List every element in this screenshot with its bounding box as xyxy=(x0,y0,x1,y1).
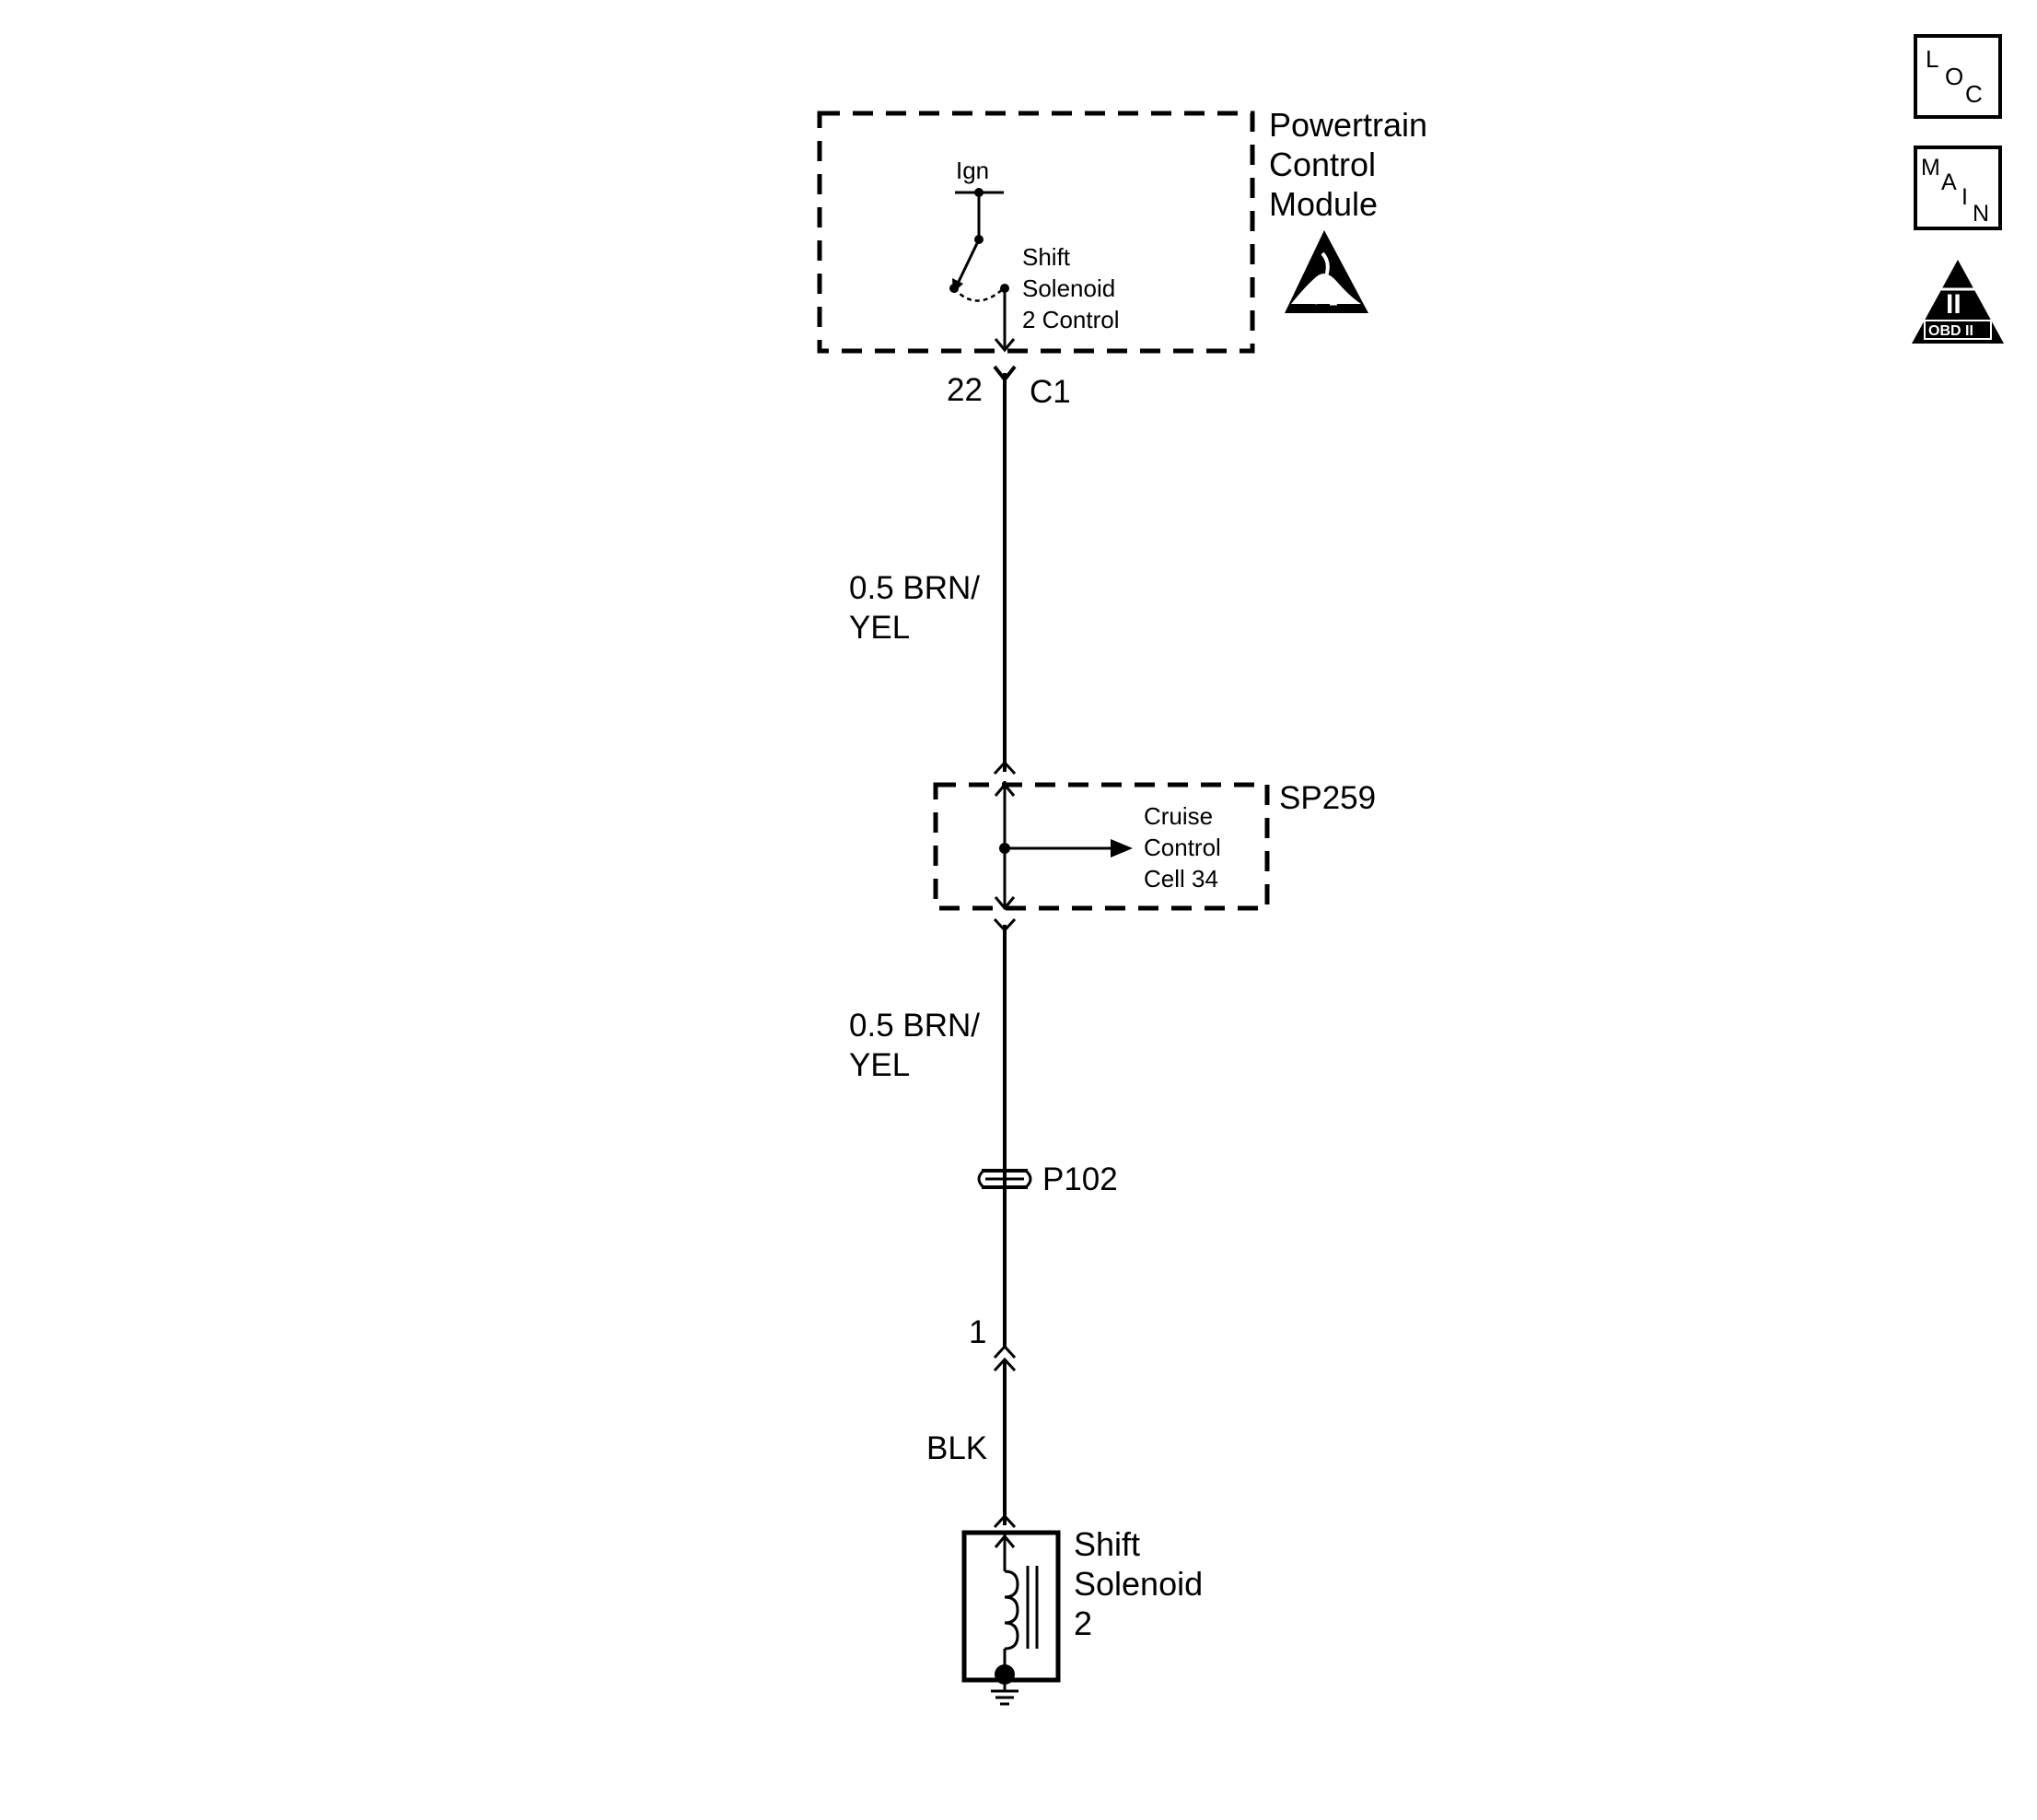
splice-pack-id: SP259 xyxy=(1279,780,1376,816)
main-letter-m: M xyxy=(1921,155,1940,181)
esd-warning-icon xyxy=(1285,230,1368,313)
ground-node xyxy=(995,1664,1015,1685)
solenoid-terminal-icon xyxy=(993,1513,1017,1529)
grommet-right-cap xyxy=(1024,1169,1032,1189)
pcm-boundary xyxy=(817,111,1255,354)
loc-letter-c: C xyxy=(1965,80,1983,108)
c1-pin-number: 22 xyxy=(947,372,983,408)
ign-label: Ign xyxy=(956,157,989,184)
splice-bus-top-arrow xyxy=(994,782,1016,797)
loc-letter-o: O xyxy=(1945,63,1963,90)
main-letter-i: I xyxy=(1961,184,1968,210)
loc-letter-l: L xyxy=(1926,45,1938,73)
splice-branch-arrow-icon xyxy=(1111,839,1133,858)
obd-numeral: II xyxy=(1946,289,1961,320)
obd-nav-button[interactable]: II OBD II xyxy=(1912,260,2004,344)
solenoid-label-line-2: Solenoid xyxy=(1074,1565,1203,1603)
pcm-internal-arrow xyxy=(994,338,1016,353)
solenoid-connector: 1 xyxy=(969,1314,1017,1372)
splice-ref-line-2[interactable]: Control xyxy=(1144,834,1221,861)
lower-wire-label-line-1: 0.5 BRN/ xyxy=(849,1008,980,1044)
main-icon[interactable] xyxy=(1914,146,2002,230)
coil-lead-arrow xyxy=(994,1534,1016,1548)
output-label-line-2: Solenoid xyxy=(1022,274,1115,302)
obd-text: OBD II xyxy=(1928,323,1973,339)
pcm-title-line-1: Powertrain xyxy=(1269,106,1427,144)
solenoid-label-line-3: 2 xyxy=(1074,1604,1092,1642)
splice-bus-bottom-arrow xyxy=(994,896,1016,911)
upper-wire-label-line-2: YEL xyxy=(849,610,910,646)
splice-ref-line-1[interactable]: Cruise xyxy=(1144,802,1213,830)
solenoid-label-line-1: Shift xyxy=(1074,1525,1140,1563)
loc-icon[interactable] xyxy=(1914,34,2002,119)
output-label-line-1: Shift xyxy=(1022,243,1071,271)
main-letter-n: N xyxy=(1973,201,1989,227)
main-letter-a: A xyxy=(1941,169,1957,195)
c1-connector-id: C1 xyxy=(1030,374,1071,410)
pass-through-id: P102 xyxy=(1042,1161,1118,1197)
pcm-title-line-2: Control xyxy=(1269,146,1376,183)
solenoid-wire-color: BLK xyxy=(926,1430,987,1466)
grommet-left-cap xyxy=(977,1169,985,1189)
solenoid-connector-pin: 1 xyxy=(969,1314,986,1350)
powertrain-control-module: Powertrain Control Module Ign Shift Sole… xyxy=(817,106,1427,354)
pcm-connector-c1: 22 C1 xyxy=(947,365,1071,410)
connector-lower-chevron xyxy=(993,1357,1017,1372)
pcm-title-line-3: Module xyxy=(1269,185,1378,223)
main-nav-button[interactable]: M A I N xyxy=(1914,146,2002,230)
shift-solenoid-2: Shift Solenoid 2 xyxy=(961,1525,1203,1706)
pass-through-p102: P102 xyxy=(977,1161,1118,1197)
splice-ref-line-3[interactable]: Cell 34 xyxy=(1144,865,1218,892)
splice-pack-boundary xyxy=(933,782,1270,911)
coil-icon xyxy=(1004,1569,1019,1651)
connector-upper-chevron xyxy=(993,1344,1017,1359)
output-driver-switch xyxy=(949,239,1009,302)
lower-wire-label-line-2: YEL xyxy=(849,1047,910,1083)
output-label-line-3: 2 Control xyxy=(1022,306,1120,333)
splice-top-terminal-icon xyxy=(993,760,1017,776)
solenoid-body xyxy=(961,1530,1061,1683)
upper-wire-label-line-1: 0.5 BRN/ xyxy=(849,570,980,606)
ground-icon xyxy=(991,1682,1018,1706)
loc-nav-button[interactable]: L O C xyxy=(1914,34,2002,119)
splice-pack-sp259: SP259 Cruise Control Cell 34 xyxy=(933,760,1376,933)
